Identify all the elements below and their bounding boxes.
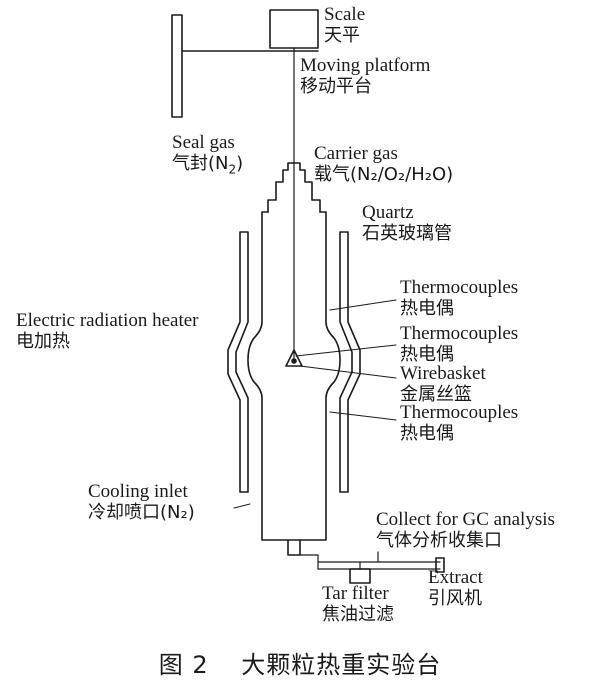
label-seal-gas: Seal gas 气封(N2) [172, 132, 244, 177]
seal-gas-en: Seal gas [172, 132, 235, 153]
label-scale: Scale 天平 [324, 4, 366, 46]
collect-gc-zh: 气体分析收集口 [376, 529, 502, 551]
thermocouples-top-en: Thermocouples [400, 277, 519, 298]
label-wirebasket: Wirebasket 金属丝篮 [400, 363, 486, 405]
tar-filter [349, 568, 371, 584]
label-thermocouples-bottom: Thermocouples 热电偶 [400, 402, 519, 444]
label-moving-platform: Moving platform 移动平台 [300, 55, 431, 97]
leader-thermocouples-mid [295, 344, 397, 357]
leader-cooling [233, 503, 251, 509]
apparatus-diagram [171, 9, 445, 584]
seal-gas-zh: 气封(N2) [172, 152, 244, 177]
carrier-gas-zh: 载气(N₂/O₂/H₂O) [314, 163, 454, 185]
wirebasket-en: Wirebasket [400, 363, 486, 384]
caption-title: 大颗粒热重实验台 [241, 651, 442, 679]
scale-zh: 天平 [324, 24, 360, 46]
moving-platform-zh: 移动平台 [300, 75, 372, 97]
moving-platform-rod [171, 14, 183, 118]
label-thermocouples-mid: Thermocouples 热电偶 [400, 323, 519, 365]
extract-en: Extract [428, 567, 483, 588]
leader-wirebasket [299, 365, 397, 379]
wirebasket-sample [291, 358, 297, 364]
label-thermocouples-top: Thermocouples 热电偶 [400, 277, 519, 319]
thermocouples-mid-zh: 热电偶 [400, 343, 454, 365]
thermocouples-mid-en: Thermocouples [400, 323, 519, 344]
label-collect-gc: Collect for GC analysis 气体分析收集口 [376, 509, 555, 551]
label-extract: Extract 引风机 [428, 567, 483, 609]
cooling-inlet-en: Cooling inlet [88, 481, 188, 502]
quartz-tube-body [247, 211, 341, 541]
label-tar-filter: Tar filter 焦油过滤 [322, 583, 394, 625]
gas-line [299, 554, 441, 570]
extract-zh: 引风机 [428, 587, 482, 609]
leader-thermocouples-bottom [329, 411, 397, 421]
heater-right [339, 231, 361, 493]
label-carrier-gas: Carrier gas 载气(N₂/O₂/H₂O) [314, 143, 454, 185]
extract-end [435, 557, 445, 573]
wirebasket-zh: 金属丝篮 [400, 383, 472, 405]
bottom-outlet [287, 539, 301, 556]
cooling-inlet-zh: 冷却喷口(N₂) [88, 501, 195, 523]
quartz-zh: 石英玻璃管 [362, 222, 452, 244]
label-cooling-inlet: Cooling inlet 冷却喷口(N₂) [88, 481, 195, 523]
leader-thermocouples-top [329, 299, 397, 311]
quartz-tube-top [267, 162, 321, 213]
quartz-en: Quartz [362, 202, 414, 223]
wirebasket [285, 349, 303, 367]
thermocouples-bottom-en: Thermocouples [400, 402, 519, 423]
thermocouples-bottom-zh: 热电偶 [400, 422, 454, 444]
label-quartz: Quartz 石英玻璃管 [362, 202, 452, 244]
tar-filter-zh: 焦油过滤 [322, 603, 394, 625]
label-heater: Electric radiation heater 电加热 [16, 310, 199, 352]
scale-box [269, 9, 319, 49]
tar-filter-en: Tar filter [322, 583, 389, 604]
moving-platform-en: Moving platform [300, 55, 431, 76]
scale-en: Scale [324, 4, 366, 25]
heater-en: Electric radiation heater [16, 310, 199, 331]
caption-number: 图 2 [158, 651, 209, 679]
figure-caption: 图 2 大颗粒热重实验台 [0, 645, 600, 680]
thermocouples-top-zh: 热电偶 [400, 297, 454, 319]
heater-zh: 电加热 [16, 330, 70, 352]
carrier-gas-en: Carrier gas [314, 143, 398, 164]
collect-gc-en: Collect for GC analysis [376, 509, 555, 530]
heater-left [227, 231, 249, 493]
